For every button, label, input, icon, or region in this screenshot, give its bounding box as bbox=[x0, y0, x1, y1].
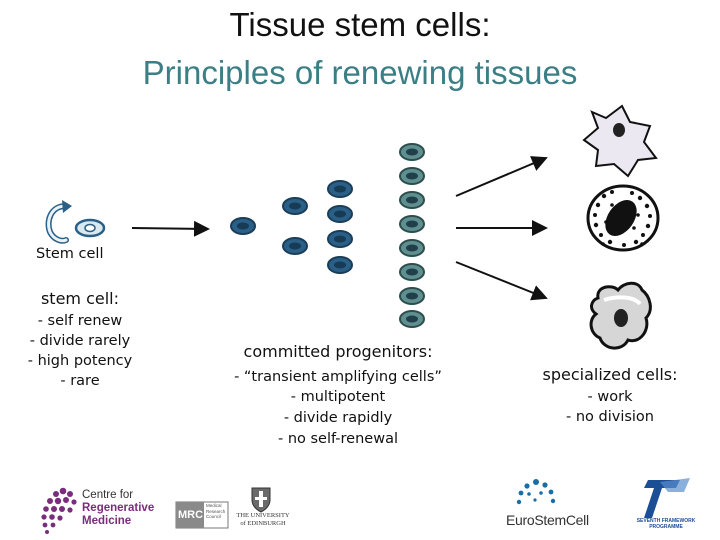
progenitor-column-1 bbox=[230, 217, 256, 235]
mrc-logo-icon bbox=[175, 501, 229, 529]
fp7-line: SEVENTH FRAMEWORK bbox=[636, 518, 696, 524]
edinburgh-line: of EDINBURGH bbox=[240, 520, 286, 527]
stem-cell-point: - self renew bbox=[37, 313, 123, 329]
eurostemcell-logo-text: EuroStemCell bbox=[506, 512, 589, 528]
mrc-logo-text: MRC bbox=[178, 509, 204, 521]
stem-cell-label: Stem cell bbox=[36, 246, 104, 262]
specialized-cell-irregular-icon bbox=[589, 281, 652, 350]
eurostemcell-logo-icon bbox=[516, 479, 556, 505]
fp7-logo-text: SEVENTH FRAMEWORK PROGRAMME bbox=[628, 518, 704, 530]
specialized-cell-neuron-icon bbox=[582, 104, 658, 178]
specialized-cell-granular-icon bbox=[586, 184, 660, 252]
title-line-1: Tissue stem cells: bbox=[229, 6, 491, 43]
crm-logo-line-1: Centre for bbox=[82, 489, 134, 501]
progenitor-point: - divide rapidly bbox=[283, 410, 393, 426]
fp7-logo-icon bbox=[644, 478, 690, 518]
stem-cell-point: - divide rarely bbox=[29, 333, 131, 349]
stem-cell-point: - rare bbox=[60, 373, 100, 389]
stem-cell-heading: stem cell: bbox=[40, 289, 120, 308]
specialized-point: - no division bbox=[566, 409, 654, 425]
progenitor-heading: committed progenitors: bbox=[243, 342, 433, 361]
mrc-sub-line: Medical bbox=[206, 503, 222, 508]
edinburgh-logo-text: THE UNIVERSITY of EDINBURGH bbox=[232, 512, 294, 528]
stem-cell-icon bbox=[74, 218, 106, 238]
self-renew-arrow-icon bbox=[45, 200, 72, 244]
progenitor-column-3 bbox=[327, 180, 353, 274]
arrow-stem-to-progenitor bbox=[131, 220, 210, 237]
progenitor-point: - no self-renewal bbox=[277, 431, 398, 447]
crm-logo: Centre for Regenerative Medicine bbox=[82, 489, 154, 528]
progenitor-point: - “transient amplifying cells” bbox=[234, 369, 442, 385]
stem-cell-point: - high potency bbox=[27, 353, 133, 369]
edinburgh-crest-icon bbox=[251, 487, 271, 513]
crm-logo-line-3: Medicine bbox=[82, 515, 132, 527]
crm-logo-mark-icon bbox=[41, 487, 77, 534]
progenitor-column-2 bbox=[282, 197, 308, 255]
specialized-heading: specialized cells: bbox=[542, 365, 678, 384]
mrc-sub-line: Research bbox=[206, 508, 226, 514]
mrc-logo-subtext: Medical Research Council bbox=[206, 503, 225, 520]
mrc-sub-line: Council bbox=[206, 514, 222, 519]
specialized-point: - work bbox=[587, 389, 633, 405]
edinburgh-line: THE UNIVERSITY bbox=[236, 512, 290, 519]
arrow-to-specialized-1 bbox=[455, 156, 548, 197]
title-line-2: Principles of renewing tissues bbox=[142, 54, 578, 91]
progenitor-column-4 bbox=[399, 143, 425, 328]
arrow-to-specialized-3 bbox=[455, 261, 548, 301]
progenitor-point: - multipotent bbox=[290, 389, 386, 405]
fp7-line: PROGRAMME bbox=[649, 524, 683, 530]
crm-logo-line-2: Regenerative bbox=[82, 502, 155, 514]
